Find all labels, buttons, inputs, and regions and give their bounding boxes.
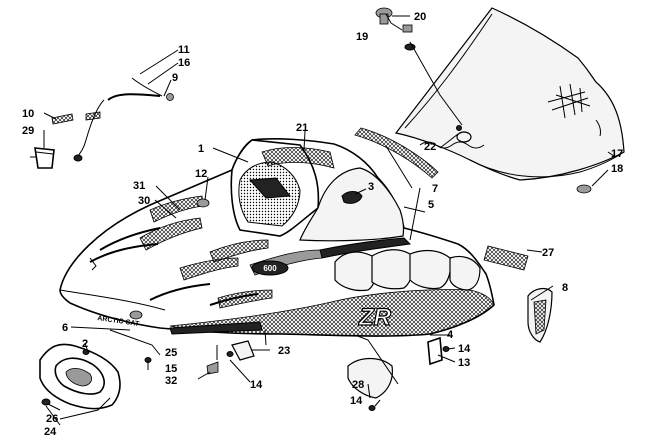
callout-14-right: 14 — [458, 343, 471, 355]
badge-3 — [341, 191, 363, 204]
callout-25: 25 — [165, 347, 177, 359]
callout-18: 18 — [611, 163, 623, 175]
callout-17: 17 — [611, 148, 623, 160]
callout-31: 31 — [133, 180, 145, 192]
callout-12: 12 — [195, 168, 207, 180]
callout-8: 8 — [562, 282, 568, 294]
small-brackets — [144, 336, 450, 411]
callout-23: 23 — [278, 345, 290, 357]
callout-3: 3 — [368, 181, 374, 193]
shield-28 — [347, 357, 393, 399]
callout-4: 4 — [447, 329, 454, 341]
callout-27: 27 — [542, 247, 554, 259]
callout-15: 15 — [165, 363, 177, 375]
callout-13: 13 — [458, 357, 470, 369]
callout-29: 29 — [22, 125, 34, 137]
hood-latch-cable — [34, 77, 174, 169]
leader-lines — [30, 13, 615, 426]
front-bumper-24 — [39, 343, 121, 410]
callout-9: 9 — [172, 72, 178, 84]
callout-28: 28 — [352, 379, 364, 391]
decal-zr: ZR — [358, 304, 392, 331]
callout-labels: 1 2 3 4 5 6 7 8 9 10 11 12 13 14 14 14 1… — [22, 11, 623, 438]
callout-1: 1 — [198, 143, 204, 155]
reflector-27 — [483, 245, 529, 271]
callout-10: 10 — [22, 108, 34, 120]
trim-strip-7 — [354, 127, 439, 179]
nut-20 — [402, 24, 416, 51]
callout-5: 5 — [428, 199, 434, 211]
callout-11: 11 — [178, 44, 190, 56]
washer-18 — [576, 184, 592, 194]
callout-26: 26 — [46, 413, 58, 425]
callout-32: 32 — [165, 375, 177, 387]
windshield — [394, 7, 625, 181]
callout-20: 20 — [414, 11, 426, 23]
callout-14-bottom: 14 — [350, 395, 363, 407]
callout-30: 30 — [138, 195, 150, 207]
callout-19: 19 — [356, 31, 368, 43]
screw-19 — [375, 7, 393, 25]
hood: 600 ZR ARCTIC CAT — [59, 137, 495, 337]
callout-2: 2 — [82, 338, 88, 350]
model-number: 600 — [263, 264, 277, 273]
clip-22 — [456, 125, 472, 143]
callout-24: 24 — [44, 426, 57, 437]
callout-7: 7 — [432, 183, 438, 195]
callout-14-center: 14 — [250, 379, 263, 391]
callout-22: 22 — [424, 141, 436, 153]
callout-6: 6 — [62, 322, 68, 334]
callout-16: 16 — [178, 57, 190, 69]
callout-21: 21 — [296, 122, 308, 134]
